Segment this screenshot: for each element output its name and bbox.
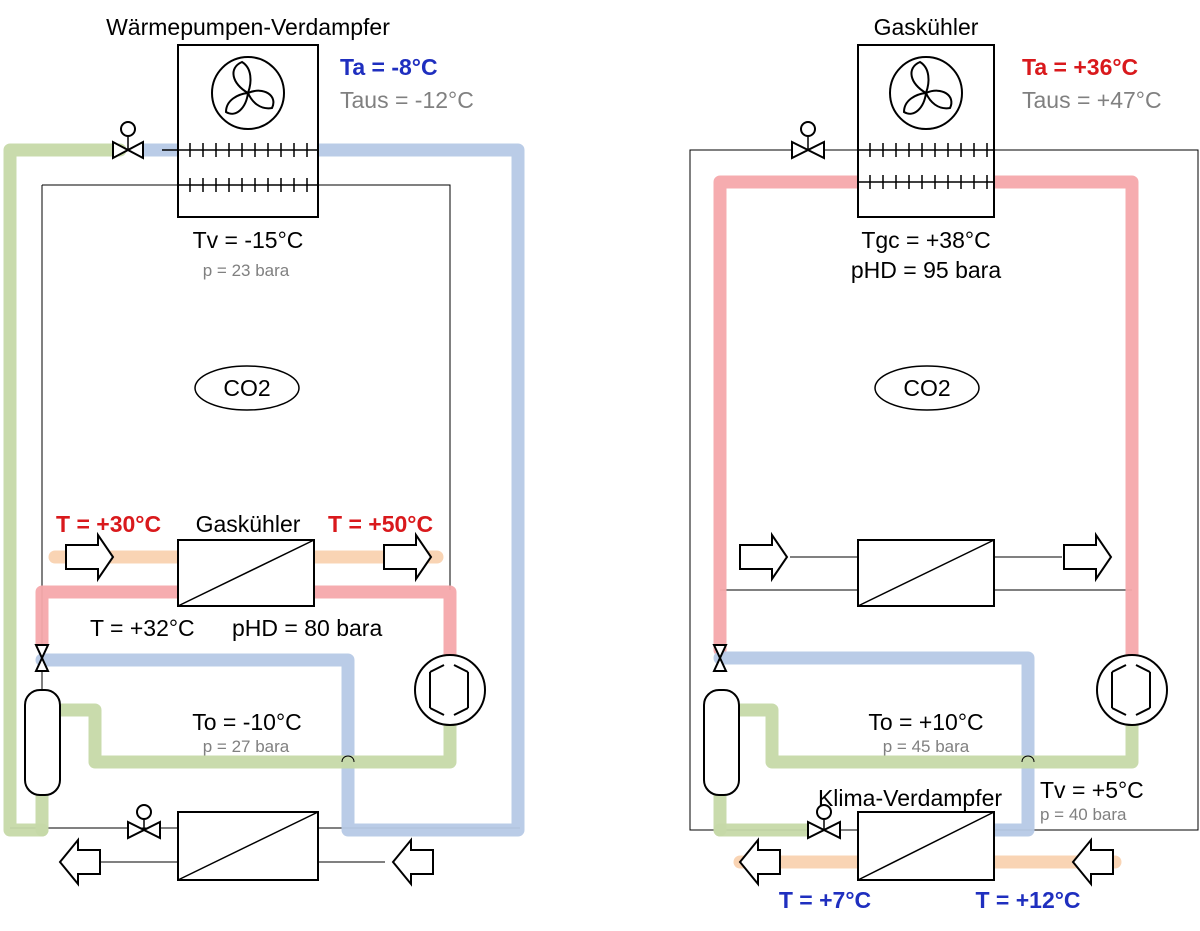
- right-circuit: [689, 44, 1199, 887]
- left-circuit: [3, 44, 525, 887]
- right-high-pressure: pHD = 95 bara: [851, 257, 1001, 283]
- flow-arrow-icon: [383, 531, 433, 583]
- right-crossover: [1021, 755, 1035, 763]
- right-tv-label: Tv = +5°C: [1040, 777, 1144, 803]
- compressor-icon: [1096, 654, 1168, 726]
- compressor-icon: [414, 654, 486, 726]
- right-ta-label: Ta = +36°C: [1022, 54, 1138, 80]
- fan-icon: [889, 56, 963, 130]
- left-gascooler-temp: T = +32°C: [90, 615, 195, 641]
- right-tgc-label: Tgc = +38°C: [861, 227, 990, 253]
- expansion-valve-icon: [112, 121, 144, 160]
- flow-arrow-icon: [1071, 837, 1114, 887]
- flow-arrow-icon: [391, 837, 434, 887]
- left-taus-label: Taus = -12°C: [340, 87, 474, 113]
- right-gascooler-fins: [858, 143, 994, 189]
- expansion-valve-icon: [807, 804, 841, 840]
- right-medium-label: CO2: [903, 375, 950, 401]
- right-to-pressure: p = 45 bara: [883, 737, 970, 756]
- left-tv-pressure: p = 23 bara: [203, 261, 290, 280]
- left-evaporator-title: Wärmepumpen-Verdampfer: [106, 14, 390, 40]
- right-water-in-temp: T = +12°C: [975, 887, 1080, 913]
- left-evaporator-fins: [162, 143, 318, 192]
- right-water-out-temp: T = +7°C: [779, 887, 871, 913]
- expansion-valve-icon: [127, 804, 161, 840]
- receiver-icon: [703, 689, 740, 796]
- flow-arrow-icon: [58, 837, 101, 887]
- expansion-valve-icon: [791, 121, 825, 160]
- right-medium-ellipse: [874, 365, 980, 411]
- left-pipe-blue: [35, 143, 525, 837]
- left-high-pressure: pHD = 80 bara: [232, 615, 382, 641]
- left-ta-label: Ta = -8°C: [340, 54, 438, 80]
- flow-arrow-icon: [1063, 531, 1113, 583]
- fan-icon: [211, 56, 285, 130]
- left-to-label: To = -10°C: [192, 709, 302, 735]
- left-crossover: [341, 755, 355, 763]
- left-pipe-green-outer: [3, 143, 127, 837]
- left-gascooler-title: Gaskühler: [196, 511, 301, 537]
- right-pipe-blue: [713, 651, 1035, 837]
- flow-arrow-icon: [739, 531, 789, 583]
- expansion-valve-icon: [34, 644, 50, 672]
- right-gascooler-title: Gaskühler: [874, 14, 979, 40]
- right-evaporator-title: Klima-Verdampfer: [818, 785, 1002, 811]
- left-water-out-temp: T = +50°C: [328, 511, 433, 537]
- right-to-label: To = +10°C: [868, 709, 983, 735]
- left-evaporator: [177, 44, 319, 218]
- left-to-pressure: p = 27 bara: [203, 737, 290, 756]
- flow-arrow-icon: [65, 531, 115, 583]
- flow-arrow-icon: [738, 837, 781, 887]
- right-tv-pressure: p = 40 bara: [1040, 805, 1127, 824]
- left-medium-label: CO2: [223, 375, 270, 401]
- receiver-icon: [24, 689, 61, 796]
- right-gascooler: [857, 44, 995, 218]
- left-water-in-temp: T = +30°C: [56, 511, 161, 537]
- right-taus-label: Taus = +47°C: [1022, 87, 1162, 113]
- expansion-valve-icon: [712, 644, 728, 672]
- left-medium-ellipse: [194, 365, 300, 411]
- left-tv-label: Tv = -15°C: [193, 227, 304, 253]
